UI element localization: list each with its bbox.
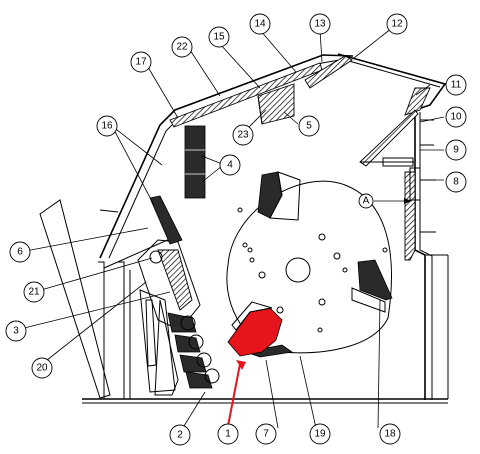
svg-text:3: 3 bbox=[13, 326, 19, 337]
callout-19: 19 bbox=[309, 423, 331, 445]
svg-text:11: 11 bbox=[451, 80, 462, 91]
svg-text:15: 15 bbox=[213, 32, 225, 43]
view-label: A bbox=[363, 196, 370, 207]
svg-text:9: 9 bbox=[453, 145, 459, 156]
svg-text:2: 2 bbox=[177, 430, 183, 441]
highlighted-blow-bar bbox=[227, 301, 283, 427]
callout-21: 21 bbox=[23, 281, 45, 303]
svg-text:23: 23 bbox=[237, 130, 249, 141]
callout-14: 14 bbox=[249, 13, 271, 35]
svg-text:7: 7 bbox=[263, 429, 269, 440]
svg-text:5: 5 bbox=[306, 121, 312, 132]
callout-20: 20 bbox=[31, 357, 53, 379]
svg-text:10: 10 bbox=[450, 112, 462, 123]
svg-text:1: 1 bbox=[225, 429, 231, 440]
callout-4: 4 bbox=[219, 154, 241, 176]
rotor bbox=[226, 171, 393, 358]
svg-text:8: 8 bbox=[453, 177, 459, 188]
callout-12: 12 bbox=[386, 13, 408, 35]
svg-text:12: 12 bbox=[391, 19, 403, 30]
svg-text:16: 16 bbox=[101, 121, 113, 132]
callout-11: 11 bbox=[445, 74, 467, 96]
callout-5: 5 bbox=[298, 115, 320, 137]
callout-13: 13 bbox=[309, 13, 331, 35]
svg-text:22: 22 bbox=[176, 42, 188, 53]
callout-17: 17 bbox=[130, 51, 152, 73]
svg-text:18: 18 bbox=[384, 429, 396, 440]
callout-1: 1 bbox=[217, 423, 239, 445]
svg-text:14: 14 bbox=[254, 19, 266, 30]
callout-9: 9 bbox=[445, 139, 467, 161]
callout-22: 22 bbox=[171, 36, 193, 58]
callout-16: 16 bbox=[96, 115, 118, 137]
callout-bubbles: 1 2 3 4 5 6 7 8 bbox=[5, 13, 467, 446]
callout-10: 10 bbox=[445, 106, 467, 128]
svg-text:13: 13 bbox=[314, 19, 326, 30]
svg-text:20: 20 bbox=[36, 363, 48, 374]
callout-8: 8 bbox=[445, 171, 467, 193]
svg-text:6: 6 bbox=[17, 247, 23, 258]
leader-lines bbox=[15, 27, 445, 429]
callout-15: 15 bbox=[208, 26, 230, 48]
callout-3: 3 bbox=[5, 320, 27, 342]
svg-text:21: 21 bbox=[28, 287, 40, 298]
callout-6: 6 bbox=[9, 241, 31, 263]
callout-7: 7 bbox=[255, 423, 277, 445]
curtain-assembly bbox=[184, 83, 295, 199]
callout-18: 18 bbox=[379, 423, 401, 445]
svg-text:4: 4 bbox=[227, 160, 233, 171]
view-arrow-a: A bbox=[358, 193, 412, 209]
callout-23: 23 bbox=[232, 124, 254, 146]
callout-2: 2 bbox=[169, 424, 191, 446]
feed-plate-and-rollers bbox=[137, 195, 220, 396]
svg-text:19: 19 bbox=[314, 429, 326, 440]
svg-text:17: 17 bbox=[135, 57, 147, 68]
housing-frame bbox=[39, 53, 449, 404]
